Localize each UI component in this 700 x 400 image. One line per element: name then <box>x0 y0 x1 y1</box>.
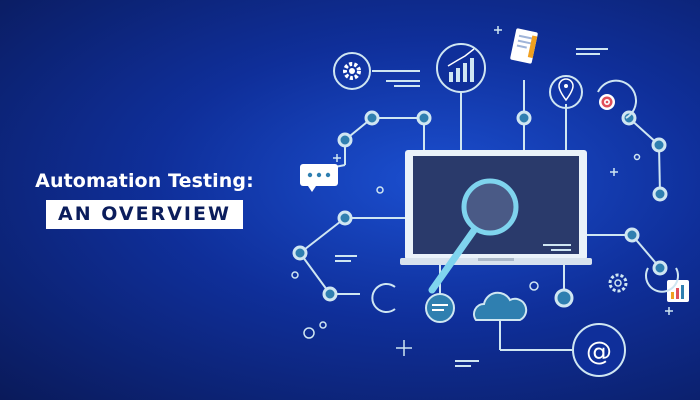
growth-chart-icon <box>436 43 486 93</box>
magnifying-glass-icon <box>428 178 519 294</box>
at-sign-glyph: @ <box>586 337 612 367</box>
chat-bubble-icon <box>300 164 338 192</box>
circuit-nodes <box>291 110 668 339</box>
target-icon <box>597 79 638 119</box>
page-subtitle: AN OVERVIEW <box>46 200 243 229</box>
at-sign-icon: @ <box>572 323 626 377</box>
page-title: Automation Testing: <box>35 170 254 192</box>
document-node <box>425 293 455 323</box>
connector-lines <box>299 70 661 351</box>
settings-cog-icon <box>608 273 628 293</box>
bar-chart-card-icon <box>667 280 689 302</box>
decorative-dashes <box>335 48 608 367</box>
location-pin-icon <box>549 75 583 109</box>
decorative-plus-signs <box>333 26 673 356</box>
title-block: Automation Testing: AN OVERVIEW <box>12 168 277 229</box>
gear-icon <box>333 52 371 90</box>
clipboard-icon <box>510 28 538 64</box>
decorative-arc <box>645 267 679 293</box>
decorative-arc <box>371 283 396 313</box>
cloud-icon <box>473 291 528 321</box>
